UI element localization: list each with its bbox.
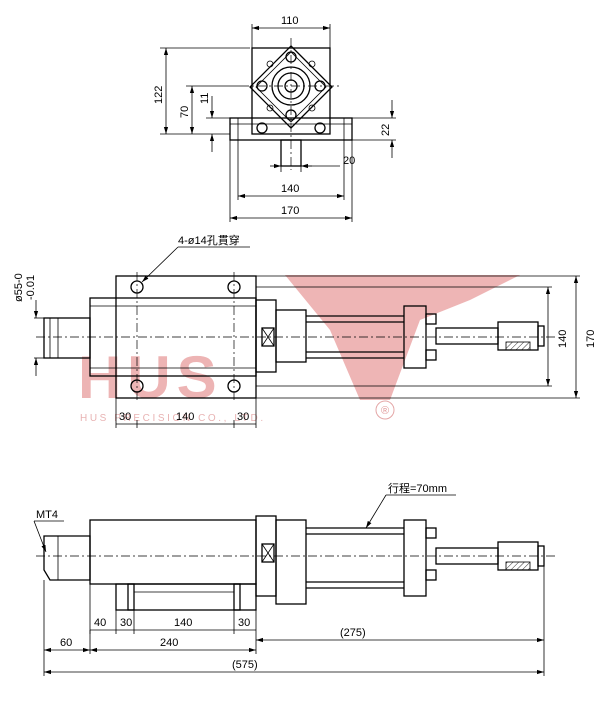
- bearing-cross: [261, 543, 275, 563]
- holes-label: 4-ø14孔貫穿: [178, 233, 240, 247]
- dim-20: 20: [343, 155, 355, 167]
- nut: [425, 313, 437, 325]
- dim-70: 70: [179, 106, 191, 118]
- watermark: HUS HUS PRECISION CO., LTD. ®: [78, 275, 520, 424]
- base-slot: [127, 583, 135, 611]
- plan-view: 4-ø14孔貫穿 ø55-0 -0.01: [13, 233, 597, 428]
- base-hole: [256, 122, 268, 134]
- nut: [425, 527, 437, 539]
- pin-hole: [308, 60, 316, 68]
- cylinder-head: [275, 309, 307, 363]
- nut: [425, 569, 437, 581]
- dim-side-575: (575): [232, 659, 258, 671]
- rod-end-cap: [537, 325, 545, 347]
- registered-mark: ®: [381, 405, 389, 417]
- leader-line: [141, 246, 179, 283]
- pin-hole: [266, 104, 274, 112]
- rod-end-hatch: [505, 341, 531, 351]
- shank-diameter: ø55-0: [13, 273, 25, 302]
- diamond-flange-inner: [255, 51, 327, 123]
- taper-shank: [43, 535, 91, 581]
- dim-side-30b: 30: [238, 617, 250, 629]
- dim-side-140: 140: [174, 617, 192, 629]
- nut: [425, 349, 437, 361]
- base-hole: [314, 122, 326, 134]
- dim-plan-140-bottom: 140: [176, 411, 194, 423]
- side-base: [115, 583, 257, 611]
- side-cylinder-head: [275, 519, 307, 605]
- watermark-brand: HUS: [78, 344, 223, 411]
- dim-side-40: 40: [94, 617, 106, 629]
- dim-side-240: 240: [160, 637, 178, 649]
- side-view: MT4 行程=70mm: [33, 482, 556, 676]
- taper-label: MT4: [36, 509, 58, 521]
- key-slot: [280, 139, 302, 167]
- bearing-cross-line: [261, 543, 275, 563]
- dim-side-60: 60: [60, 637, 72, 649]
- dim-plan-30-right: 30: [237, 411, 249, 423]
- dim-122: 122: [153, 86, 165, 104]
- rear-plate: [403, 305, 427, 369]
- stroke-label: 行程=70mm: [388, 482, 447, 495]
- base-slot: [233, 583, 241, 611]
- plan-flange: [255, 299, 277, 373]
- side-rear-plate: [403, 519, 427, 597]
- leader-line: [365, 494, 387, 529]
- pin-hole: [308, 104, 316, 112]
- dim-11: 11: [199, 93, 211, 104]
- piston-rod: [435, 327, 499, 345]
- bearing-cross-line: [261, 327, 275, 347]
- dim-22: 22: [380, 124, 392, 136]
- dim-plan-30-left: 30: [119, 411, 131, 423]
- dim-110: 110: [281, 15, 299, 27]
- dim-side-275: (275): [340, 627, 366, 639]
- dim-side-30a: 30: [120, 617, 132, 629]
- pin-hole: [266, 60, 274, 68]
- registered-mark-circle: [375, 400, 395, 420]
- shank-tolerance: -0.01: [25, 275, 37, 300]
- top-view: 110 122 70: [153, 15, 396, 222]
- dim-140: 140: [281, 183, 299, 195]
- dim-plan-170: 170: [585, 330, 597, 348]
- watermark-logo-shape: [285, 275, 520, 400]
- end-plate: [251, 47, 331, 135]
- dim-plan-140: 140: [557, 330, 569, 348]
- watermark-company: HUS PRECISION CO., LTD.: [80, 413, 266, 424]
- side-rod-end-hatch: [505, 561, 531, 571]
- dim-170: 170: [281, 205, 299, 217]
- side-body: [89, 519, 257, 585]
